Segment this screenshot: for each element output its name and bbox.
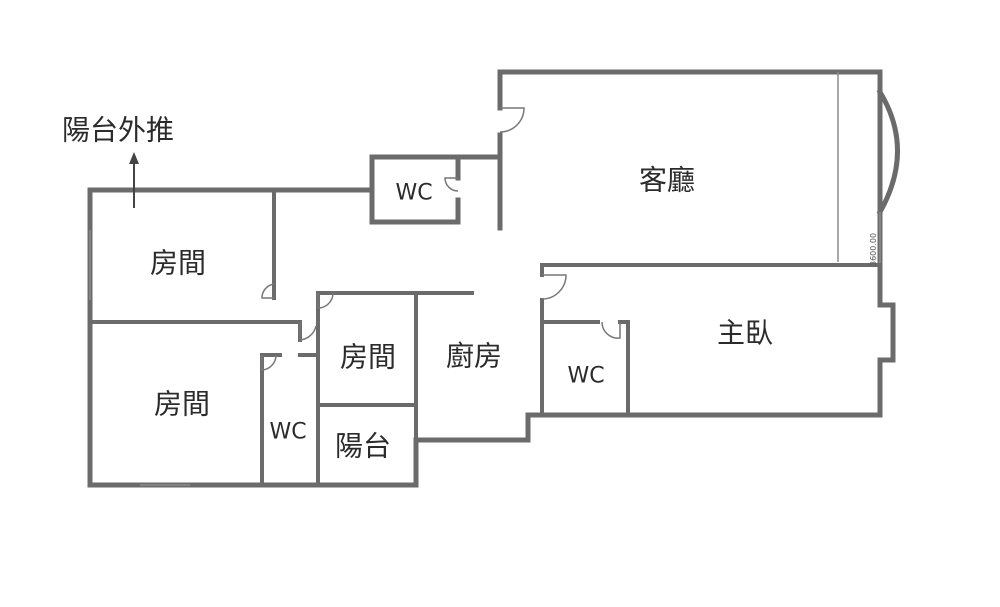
wc-master-label: WC bbox=[567, 364, 604, 389]
wc-top-label: WC bbox=[395, 181, 432, 206]
balcony-extension-note: 陽台外推 bbox=[62, 114, 174, 147]
bedroom-bottom-left-label: 房間 bbox=[154, 388, 210, 421]
master-bedroom-label: 主臥 bbox=[717, 317, 773, 350]
bedroom-top-left-label: 房間 bbox=[150, 247, 206, 280]
door-bedroom-top-left-icon bbox=[261, 283, 275, 299]
bedroom-small-label: 房間 bbox=[340, 341, 396, 374]
door-wc-master-icon bbox=[601, 321, 621, 339]
door-bedroom-bottom-left-icon bbox=[299, 322, 317, 341]
door-wc-left-icon bbox=[261, 354, 277, 371]
door-living-entry-icon bbox=[499, 107, 525, 133]
kitchen-label: 廚房 bbox=[446, 340, 502, 373]
dimension-label: 3600.00 bbox=[869, 233, 878, 266]
balcony-label: 陽台 bbox=[335, 430, 391, 463]
interior-walls bbox=[89, 72, 882, 486]
door-master-icon bbox=[541, 274, 567, 300]
living-room-label: 客廳 bbox=[639, 164, 695, 197]
outer-walls bbox=[87, 69, 900, 488]
door-swings bbox=[261, 107, 621, 371]
balcony-extension-arrow-icon bbox=[129, 152, 139, 208]
wc-left-label: WC bbox=[269, 420, 306, 445]
door-wc-top-icon bbox=[444, 177, 459, 192]
door-small-bedroom-icon bbox=[317, 292, 334, 309]
